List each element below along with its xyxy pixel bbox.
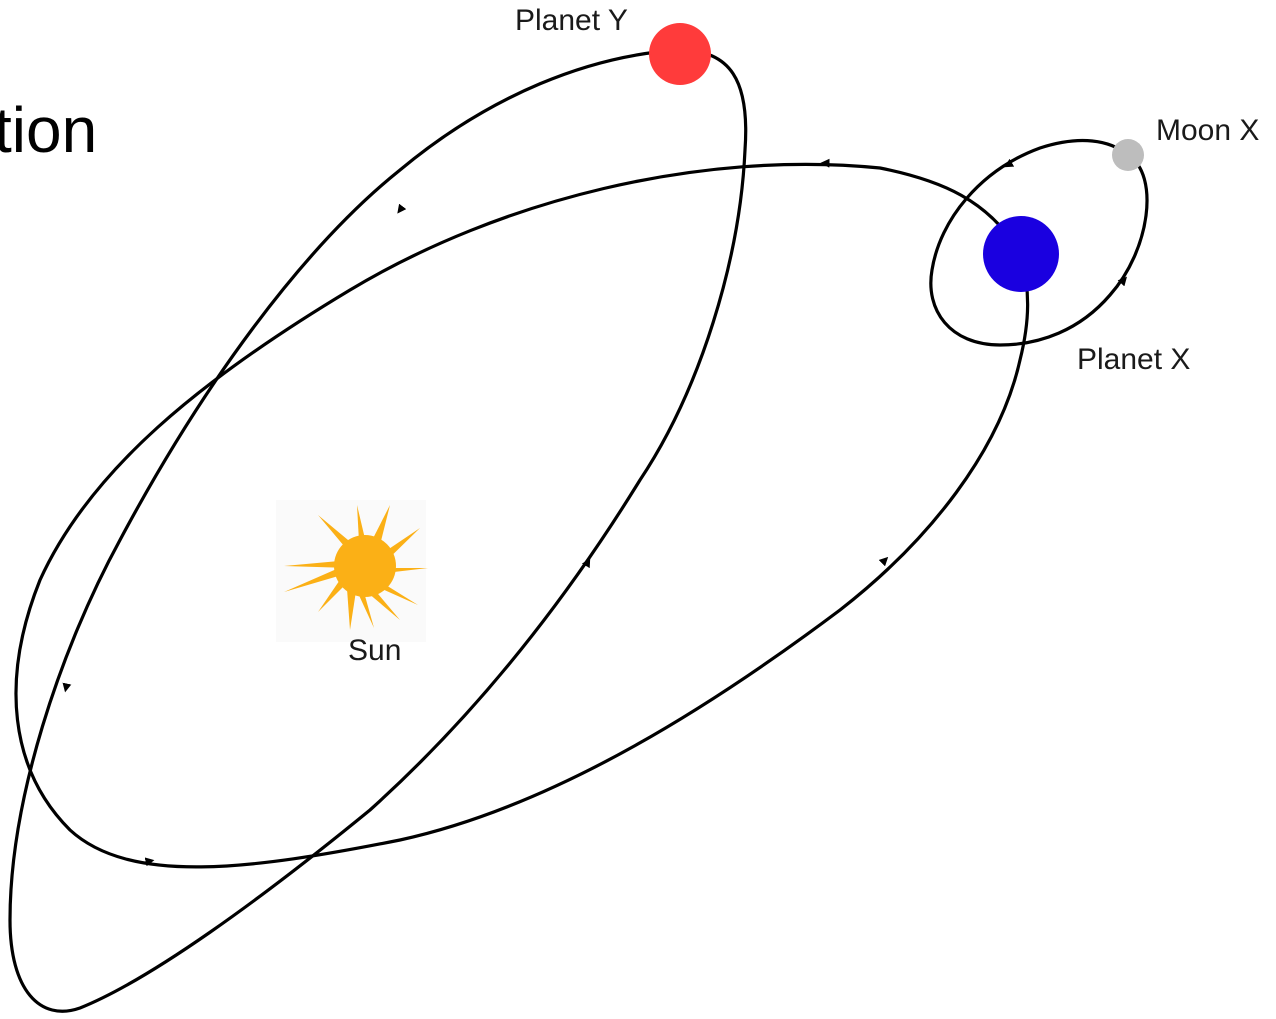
moon-x: [1112, 139, 1144, 171]
moon-x-label: Moon X: [1156, 114, 1259, 147]
planet-x-orbit: [14, 162, 1030, 869]
page-title-fragment: tion: [0, 94, 97, 166]
planet-y-orbit-arrow-icon: [62, 682, 72, 693]
sun-label: Sun: [348, 634, 401, 667]
sun-icon: [276, 500, 428, 642]
planet-y-orbit: [8, 48, 748, 1013]
planet-y-label: Planet Y: [515, 4, 628, 37]
planet-y-orbit-arrow-icon: [397, 203, 407, 214]
moon-x-orbit: [929, 138, 1149, 347]
planet-y: [649, 23, 711, 85]
planet-x-label: Planet X: [1077, 343, 1190, 376]
planet-x: [983, 216, 1059, 292]
